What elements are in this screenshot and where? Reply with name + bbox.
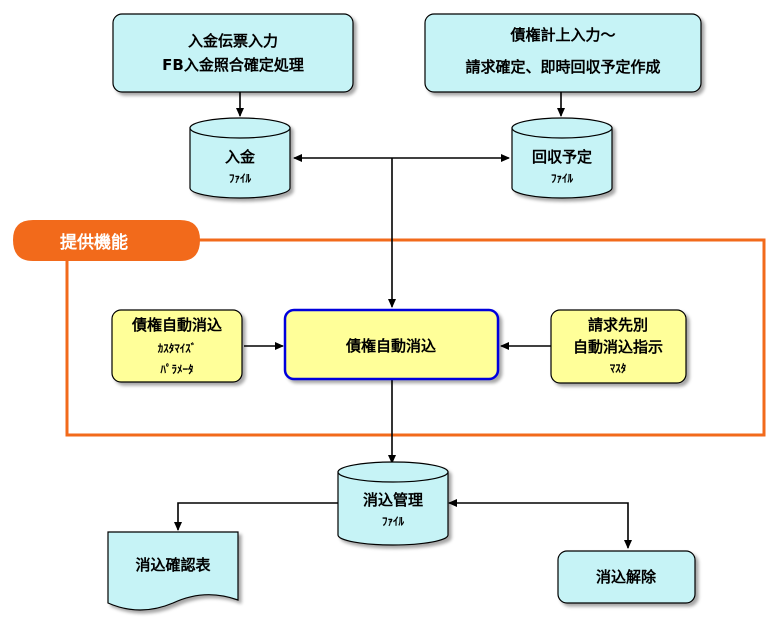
auto-clear-params-line3: ﾊﾟﾗﾒｰﾀ [160,362,194,376]
payment-input-box [112,13,354,93]
payment-file-line1: 入金 [225,148,256,166]
billing-master-box [550,309,687,384]
payment-file-cylinder [189,117,291,199]
receivable-input-line2: 請求確定、即時回収予定作成 [465,58,660,76]
payment-file-line2: ﾌｧｲﾙ [229,172,251,185]
auto-clear-params-box [111,309,243,383]
auto-clear-main-box [283,308,500,381]
auto-clear-main-label: 債権自動消込 [345,337,436,355]
auto-clear-params-line1: 債権自動消込 [131,316,222,334]
feature-badge: 提供機能 [13,220,200,261]
auto-clear-params-line2: ｶｽﾀﾏｲｽﾞ [158,341,197,355]
receivable-input-box [424,13,702,93]
connectors [174,92,632,549]
billing-master-line3: ﾏｽﾀ [610,362,627,375]
cancel-clear-label: 消込解除 [596,568,657,586]
clear-mgmt-file-line1: 消込管理 [363,491,423,509]
collection-file-cylinder [511,117,613,199]
arrow-mgmt-file-cancel [448,499,632,549]
clear-report-label: 消込確認表 [135,556,211,574]
billing-master-line2: 自動消込指示 [573,338,663,356]
clear-mgmt-file-line2: ﾌｧｲﾙ [382,515,404,528]
clear-report-document [107,531,239,611]
collection-file-line2: ﾌｧｲﾙ [551,172,573,185]
collection-file-line1: 回収予定 [532,148,592,166]
clear-mgmt-file-cylinder [337,461,449,546]
arrow-mgmt-file-to-report [174,502,338,531]
billing-master-line1: 請求先別 [588,316,648,334]
payment-input-line1: 入金伝票入力 [188,32,278,50]
cancel-clear-box [557,550,696,604]
feature-frame [65,238,766,437]
feature-badge-label: 提供機能 [60,232,128,253]
receivable-input-line1: 債権計上入力～ [509,26,615,44]
payment-input-line2: FB入金照合確定処理 [162,56,304,74]
